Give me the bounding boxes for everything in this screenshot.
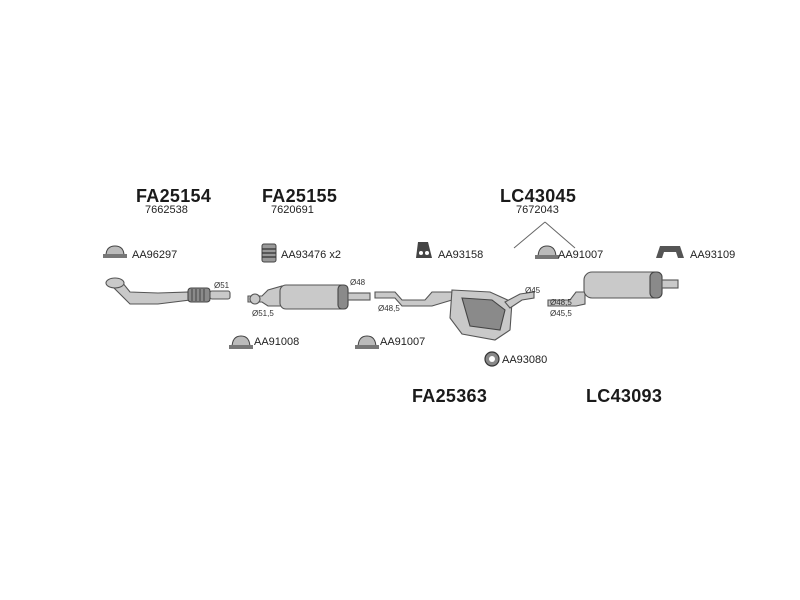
part-code-rear-silencer: LC43045 [500,186,577,206]
dimension-label: Ø48,5 [378,304,400,313]
dimension-label: Ø45,5 [550,309,572,318]
front-pipe-part [105,277,231,305]
clamp-icon [355,335,379,349]
spring-icon [261,243,277,263]
accessory-code: AA91007 [380,336,426,348]
connector-line-left [513,221,546,249]
accessory-code: AA93476 x2 [281,249,341,261]
clamp-icon [103,245,127,258]
dimension-label: Ø51,5 [252,309,274,318]
accessory-code: AA93158 [438,249,484,261]
dimension-label: Ø48 [350,278,366,287]
accessory-code: AA96297 [132,249,178,261]
connector-line-right [544,221,576,249]
ring-icon [484,351,500,367]
dimension-label: Ø48,5 [550,298,572,307]
accessory-code: AA93109 [690,249,736,261]
dimension-label: Ø45 [525,286,541,295]
accessory-code: AA91007 [558,249,604,261]
rear-silencer-part [547,271,679,307]
clamp-icon [535,245,559,259]
accessory-code: AA91008 [254,336,300,348]
bracket-icon [656,246,684,258]
oem-number-front-pipe: 7662538 [145,204,188,216]
rubber-mount-icon [416,242,432,258]
part-code-center-silencer: FA25363 [412,386,488,406]
part-code-rear-assembly: LC43093 [586,386,663,406]
center-silencer-part [374,289,535,341]
part-code-middle-silencer: FA25155 [262,186,338,206]
clamp-icon [229,335,253,349]
dimension-label: Ø51 [214,281,230,290]
accessory-code: AA93080 [502,354,548,366]
oem-number-middle-silencer: 7620691 [271,204,314,216]
middle-silencer-part [247,284,371,310]
oem-number-rear-silencer: 7672043 [516,204,559,216]
part-code-front-pipe: FA25154 [136,186,212,206]
